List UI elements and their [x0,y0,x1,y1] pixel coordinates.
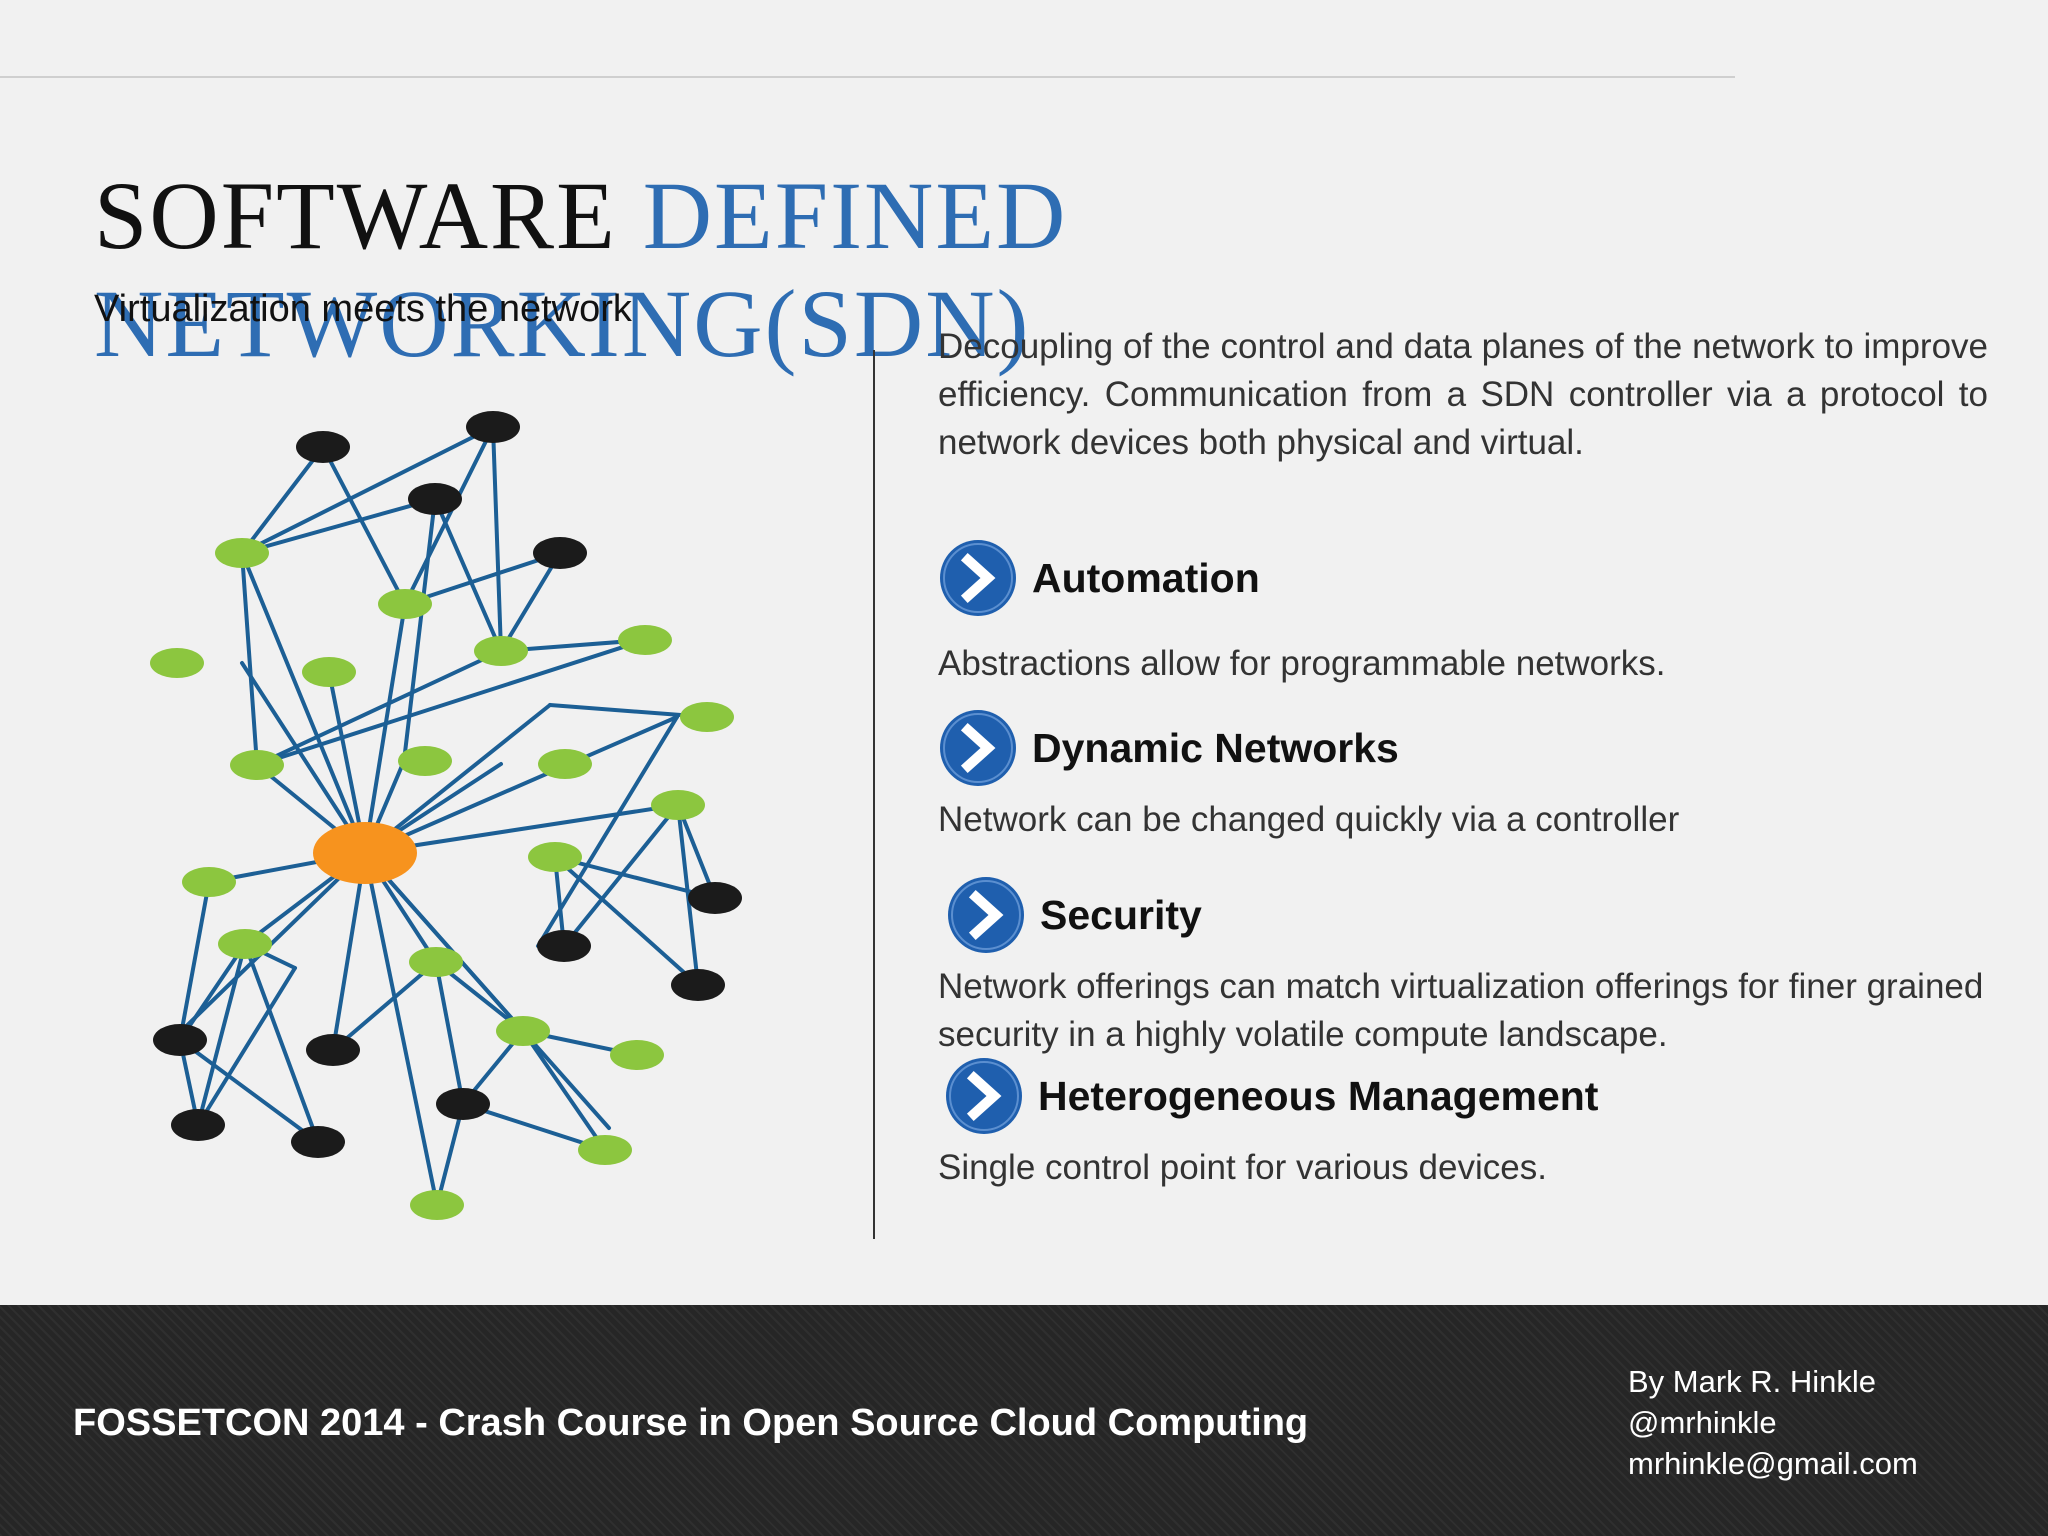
network-edge [331,851,367,1052]
network-edge [255,638,647,767]
network-node [436,1088,490,1120]
network-node [410,1190,464,1220]
feature-desc: Single control point for various devices… [938,1148,1547,1187]
network-edge [240,661,367,855]
network-node [578,1135,632,1165]
network-node [218,929,272,959]
network-edge [553,855,717,900]
network-nodes-black [153,411,742,1158]
network-nodes-green [150,538,734,1220]
network-edge [363,715,679,855]
network-node [302,657,356,687]
network-node [291,1126,345,1158]
feature-security: Security Network offerings can match vir… [938,873,1998,1059]
network-edge [178,880,211,1042]
footer-author: By Mark R. Hinkle @mrhinkle mrhinkle@gma… [1628,1361,1918,1484]
footer-bar: FOSSETCON 2014 - Crash Course in Open So… [0,1305,2048,1536]
slide-title-part1: SOFTWARE [94,162,643,269]
network-node [150,648,204,678]
network-edge [363,851,439,1207]
network-edge [403,551,562,606]
network-edge [433,497,503,653]
network-node [680,702,734,732]
network-node [610,1040,664,1070]
chevron-right-icon [948,877,1024,953]
network-hub-node [313,822,417,884]
feature-title: Heterogeneous Management [1038,1072,1599,1119]
network-node [230,750,284,780]
slide-title: SOFTWARE DEFINED NETWORKING(SDN) [94,162,1194,378]
network-node [296,431,350,463]
network-edge [521,1029,607,1152]
network-node [651,790,705,820]
network-edge [363,803,680,855]
feature-dynamic-networks: Dynamic Networks Network can be changed … [938,706,1998,844]
network-edge [243,942,320,1144]
feature-title: Automation [1032,554,1260,601]
feature-desc: Abstractions allow for programmable netw… [938,644,1666,683]
network-node [533,537,587,569]
network-edge [178,942,247,1042]
network-node [528,842,582,872]
feature-automation: Automation Abstractions allow for progra… [938,536,1998,688]
feature-desc: Network can be changed quickly via a con… [938,800,1680,839]
network-edge [403,425,495,606]
network-edge [178,1038,320,1144]
network-edge [676,803,700,987]
network-edge [363,602,407,855]
network-edge [553,855,700,987]
network-edge [240,551,259,767]
feature-desc: Network offerings can match virtualizati… [938,967,1984,1054]
network-edge [363,851,611,1130]
network-edge [240,551,367,855]
network-node [466,411,520,443]
footer-title: FOSSETCON 2014 - Crash Course in Open So… [73,1402,1309,1444]
author-email: mrhinkle@gmail.com [1628,1446,1918,1481]
network-edge [434,960,465,1106]
feature-title: Security [1040,891,1202,938]
chevron-right-icon [940,710,1016,786]
top-rule [0,76,1735,78]
network-node [398,746,452,776]
chevron-right-icon [946,1058,1022,1134]
network-edge [196,942,247,1127]
network-edge [321,445,407,606]
intro-paragraph: Decoupling of the control and data plane… [938,327,1988,462]
network-edge [240,445,325,555]
network-node [215,538,269,568]
network-node [171,1109,225,1141]
author-handle: @mrhinkle [1628,1405,1777,1440]
network-edge [491,425,503,653]
column-divider [873,350,875,1239]
slide-subtitle: Virtualization meets the network [94,288,632,330]
author-name: By Mark R. Hinkle [1628,1364,1877,1399]
network-edge [402,497,437,763]
network-edge [255,649,503,767]
network-node [306,1034,360,1066]
network-node [538,749,592,779]
network-node [182,867,236,897]
network-edge [240,497,437,555]
network-node [496,1016,550,1046]
network-node [688,882,742,914]
network-node [153,1024,207,1056]
feature-heterogeneous-management: Heterogeneous Management Single control … [938,1054,1998,1192]
network-diagram [150,411,742,1220]
network-edge [562,803,680,948]
network-node [618,625,672,655]
network-node [474,636,528,666]
network-node [409,947,463,977]
slide-title-part2: DEFINED NETWORKING(SDN) [94,162,1068,377]
network-edge [196,966,297,1127]
network-node [378,589,432,619]
network-edge [499,551,562,653]
feature-title: Dynamic Networks [1032,724,1399,771]
network-edge [435,1102,465,1207]
network-edge [240,425,495,555]
network-edge [331,960,438,1052]
network-node [537,930,591,962]
chevron-right-icon [940,540,1016,616]
network-node [408,483,462,515]
network-node [671,969,725,1001]
